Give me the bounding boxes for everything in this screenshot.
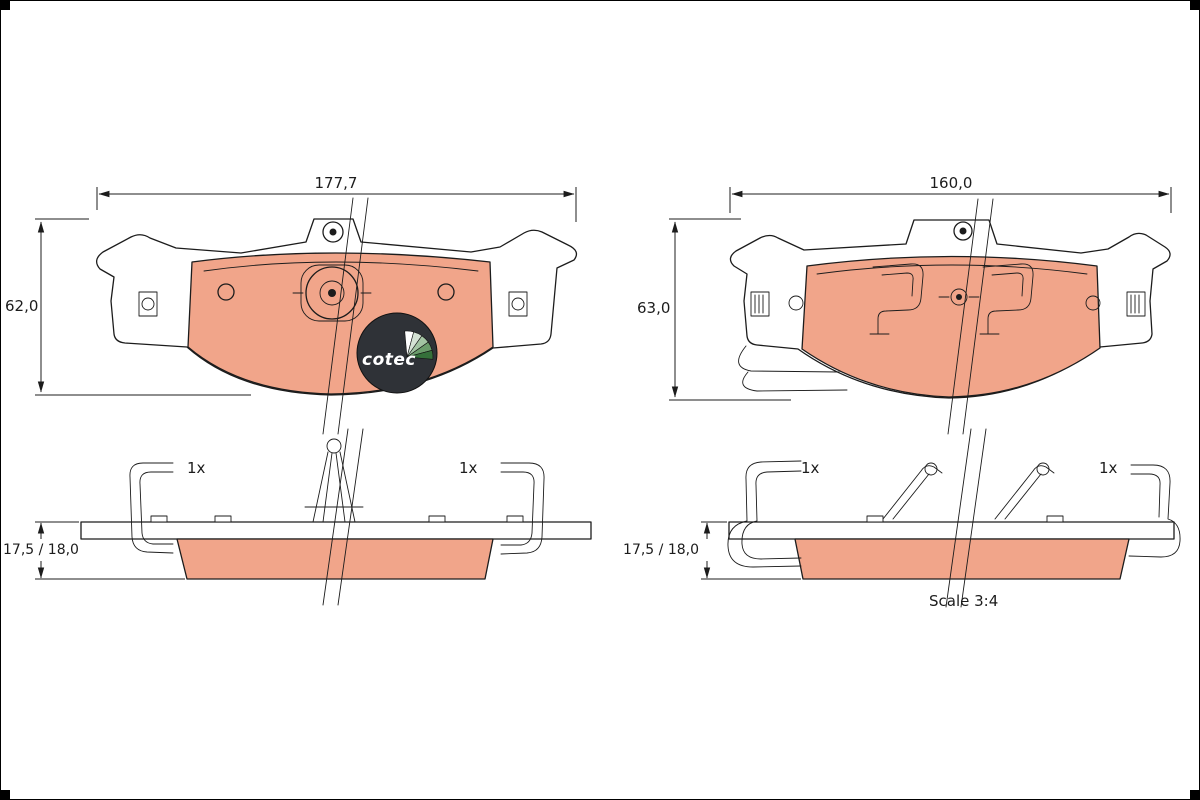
center-ring-outer — [305, 266, 359, 320]
ear-slot-holes — [138, 291, 528, 317]
retaining-spring-right-inner — [991, 272, 1024, 297]
ear-hole-right — [1085, 295, 1101, 311]
section-break-lines — [322, 197, 369, 435]
rivet-hole-left — [217, 283, 235, 301]
clip-loop — [326, 438, 342, 454]
wire-clip-lines — [994, 465, 1055, 520]
friction-pad — [801, 255, 1101, 398]
extension-lines — [35, 218, 251, 396]
center-point — [328, 289, 336, 297]
dim-label-height: 63,0 — [637, 299, 670, 317]
frame-corner — [1, 1, 10, 10]
center-ring-inner — [319, 280, 345, 306]
dim-height-front-right: 63,0 — [637, 218, 791, 401]
dim-label-thickness: 17,5 / 18,0 — [623, 542, 699, 558]
friction-chamfer-line — [203, 261, 479, 272]
front-view-right: 160,0 63,0 — [637, 174, 1172, 435]
clip-legs — [304, 451, 364, 523]
wire-clip-left — [882, 462, 943, 520]
rivet-hole-right — [437, 283, 455, 301]
lower-clip-wires — [738, 345, 848, 392]
qty-label-right: 1x — [1099, 459, 1118, 477]
section-break-lines — [945, 428, 987, 608]
logo-wordmark: cotec — [362, 350, 416, 370]
section-break-lines — [947, 198, 994, 435]
extension-lines — [701, 521, 801, 580]
extension-lines — [96, 187, 577, 222]
extension-lines — [35, 521, 185, 580]
dim-height-front-left: 62,0 — [5, 218, 251, 396]
tab-hole-center — [959, 227, 967, 235]
dim-width-front-right: 160,0 — [729, 174, 1172, 213]
edge-clip-left — [727, 460, 802, 568]
tab-hole — [953, 221, 973, 241]
ear-hole-left — [141, 297, 155, 311]
retaining-spring-left — [869, 263, 924, 335]
wire-clip-loop — [924, 462, 938, 476]
retaining-spring-left-inner — [881, 272, 914, 297]
dim-width-front-left: 177,7 — [96, 174, 577, 222]
scale-note: Scale 3:4 — [929, 592, 998, 610]
edge-clip-right — [500, 462, 545, 555]
dim-thickness-side-left: 17,5 / 18,0 — [3, 521, 185, 580]
frame-corner — [1190, 790, 1199, 799]
friction-pad-side — [794, 538, 1130, 580]
friction-pad-side — [176, 538, 494, 580]
center-point — [956, 294, 962, 300]
front-view-left: 177,7 62,0 — [5, 174, 578, 435]
fan-slice — [406, 349, 434, 360]
dim-label-width: 160,0 — [930, 174, 973, 192]
backing-plate-side — [728, 521, 1175, 540]
dim-thickness-side-right: 17,5 / 18,0 — [623, 521, 801, 580]
plate-lugs — [150, 515, 524, 523]
wire-clip-loop — [1036, 462, 1050, 476]
qty-label-left: 1x — [801, 459, 820, 477]
frame-corner — [1, 790, 10, 799]
dim-label-thickness: 17,5 / 18,0 — [3, 542, 79, 558]
ear-hole-left — [788, 295, 804, 311]
edge-clip-right — [1128, 464, 1181, 558]
dim-label-height: 62,0 — [5, 297, 38, 315]
side-view-right: 1x 1x 17,5 / 18,0 Scale 3:4 — [623, 428, 1181, 610]
side-view-left: 1x 1x 17,5 / 18,0 — [3, 428, 592, 606]
friction-chamfer-line — [816, 264, 1088, 275]
extension-lines — [669, 218, 791, 401]
center-ring — [950, 288, 968, 306]
edge-clip-left — [129, 462, 174, 554]
section-break-lines — [322, 428, 364, 606]
wire-clip-right — [994, 462, 1055, 520]
plate-lugs — [866, 515, 1064, 523]
frame-corner — [1190, 1, 1199, 10]
ear-slot-holes — [750, 291, 1146, 317]
wire-clip-lines — [882, 465, 943, 520]
qty-label-left: 1x — [187, 459, 206, 477]
tab-hole-center — [329, 228, 337, 236]
ear-hole-right — [511, 297, 525, 311]
center-spring-clip — [304, 438, 364, 523]
backing-plate-side — [80, 521, 592, 540]
extension-lines — [729, 187, 1172, 213]
logo-fan — [404, 330, 434, 360]
qty-label-right: 1x — [459, 459, 478, 477]
retaining-spring-right — [979, 263, 1034, 335]
tab-hole — [322, 221, 344, 243]
dim-label-width: 177,7 — [315, 174, 358, 192]
cotec-logo: cotec — [356, 312, 438, 394]
